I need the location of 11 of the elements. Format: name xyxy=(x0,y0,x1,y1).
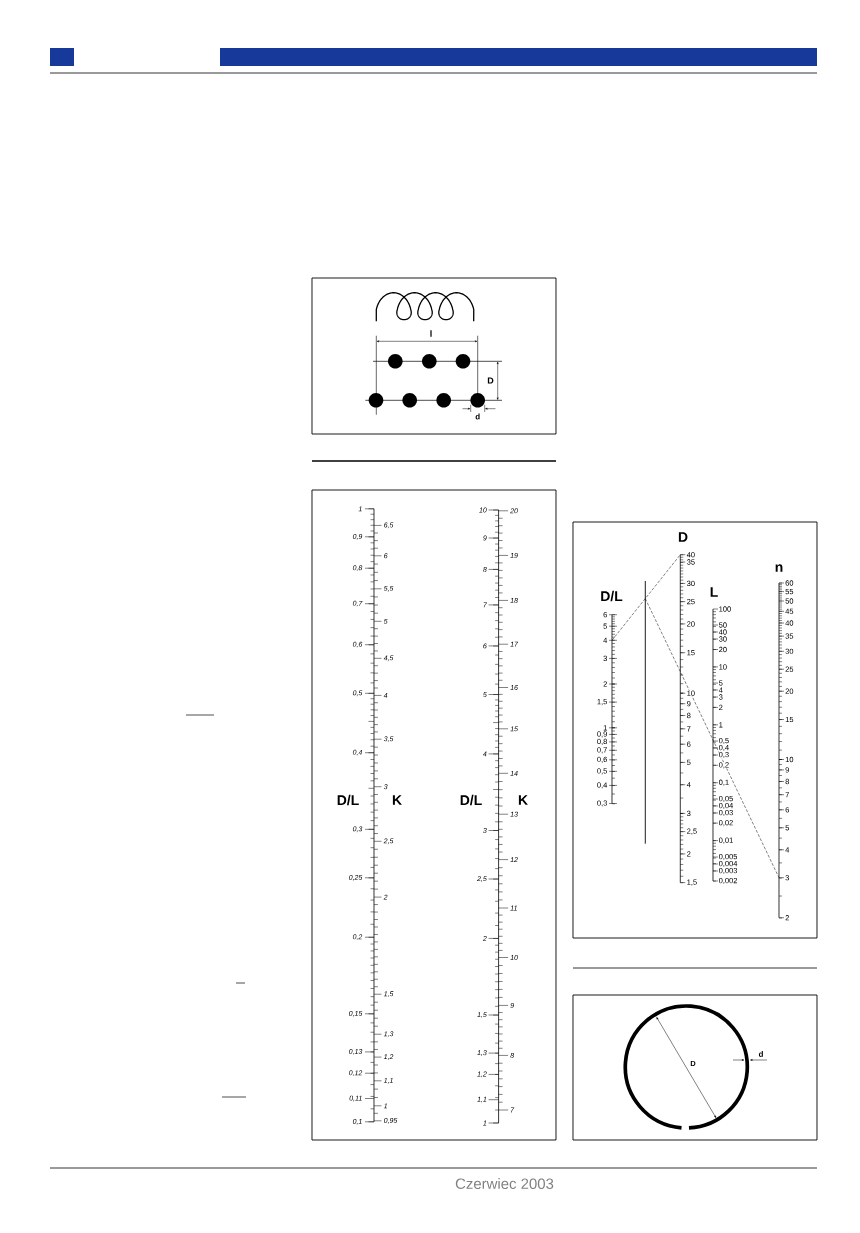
date-text: Czerwiec 2003 xyxy=(455,1178,554,1189)
scale-title: K xyxy=(391,795,403,805)
scale-title: n xyxy=(774,564,784,572)
scale-title: D xyxy=(677,532,689,542)
scale-title: K xyxy=(517,795,529,805)
scale-title: L xyxy=(709,587,719,597)
dimension-label: l xyxy=(429,330,433,337)
dimension-label: D xyxy=(487,377,494,384)
scale-title: D/L xyxy=(336,794,360,806)
scale-title: D/L xyxy=(600,590,623,602)
scale-title: D/L xyxy=(459,794,483,806)
